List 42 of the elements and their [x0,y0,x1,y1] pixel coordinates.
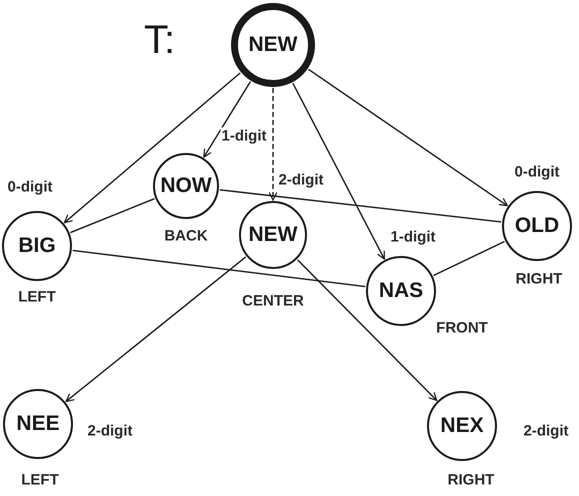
edge-label: 2-digit [278,172,324,188]
arrow [65,256,246,402]
circle-node [427,391,497,461]
circle-node [3,389,73,459]
arrow [297,259,438,401]
node-caption: LEFT [21,472,59,488]
node-caption: LEFT [18,288,56,306]
edge-label: 0-digit [6,178,54,196]
connector-line [433,240,505,276]
node-caption: CENTER [242,292,304,310]
node-label: NOW [160,174,212,198]
circle-node [502,191,572,261]
circle-node [2,211,72,281]
node-label: NEX [440,414,484,438]
node-label: OLD [514,214,560,238]
connector-line [70,198,155,234]
node-label: NEW [248,33,298,57]
circle-node [153,153,219,219]
node-label: NEW [248,223,298,247]
connector-line [220,189,502,223]
circle-node [231,3,315,87]
node-label: NAS [378,279,424,303]
node-caption: RIGHT [448,472,494,488]
node-caption: BACK [164,228,208,244]
node-caption: FRONT [436,320,488,336]
circle-node [366,256,436,326]
arrow [64,72,241,224]
node-label: BIG [18,234,56,258]
circle-node [239,201,307,269]
edge-label: 0-digit [514,164,560,180]
edge-label: 1-digit [220,128,268,144]
node-label: NEE [16,412,60,436]
node-caption: RIGHT [516,270,562,288]
arrow [292,82,385,260]
connector-line [72,250,366,288]
edge-label: 1-digit [390,228,436,246]
arrow [308,68,508,206]
title-label: T: [144,18,176,63]
arrow [268,88,278,201]
arrow [203,81,252,158]
node-caption: 2-digit [88,422,132,440]
node-caption: 2-digit [524,422,568,440]
